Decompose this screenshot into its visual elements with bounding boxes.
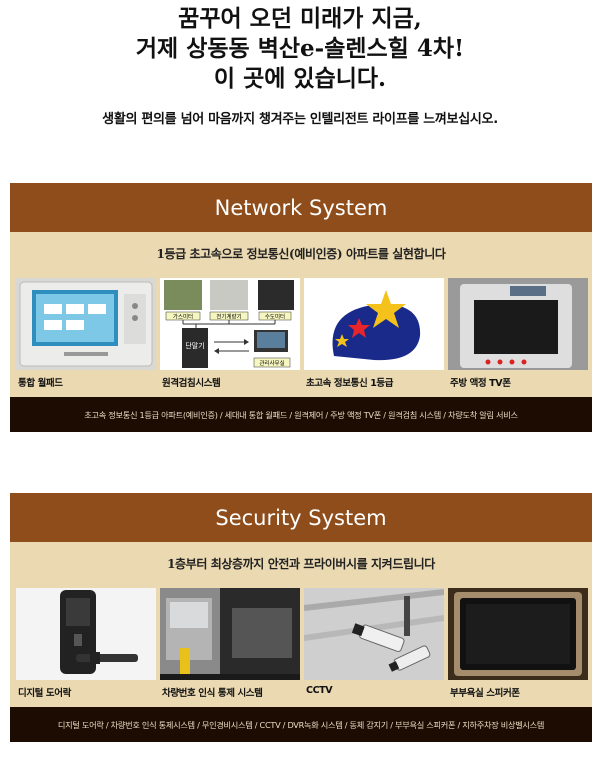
feature-caption: 통합 월패드: [18, 378, 63, 389]
network-subtitle: 1등급 초고속으로 정보통신(예비인증) 아파트를 실현합니다: [10, 232, 592, 274]
feature-caption: 초고속 정보통신 1등급: [306, 378, 394, 389]
headline-line-3: 이 곳에 있습니다.: [213, 65, 387, 92]
kitchen-tv-phone-photo: [448, 278, 588, 370]
cctv-camera-photo: [304, 588, 444, 680]
security-gallery: 디지털 도어락 차량번호 인식 통제 시스템: [10, 584, 592, 707]
feature-caption: 디지털 도어락: [18, 688, 71, 699]
star-certification-logo: [304, 278, 444, 370]
door-lock-photo: [16, 588, 156, 680]
vehicle-gate-photo: [160, 588, 300, 680]
network-footer: 초고속 정보통신 1등급 아파트(예비인증) / 세대내 통합 월패드 / 원격…: [10, 397, 592, 432]
headline-line-1: 꿈꾸어 오던 미래가 지금,: [178, 5, 422, 32]
remote-metering-diagram: 가스미터 전기계량기 수도미터 단말기: [160, 278, 300, 370]
security-footer: 디지털 도어락 / 차량번호 인식 통제시스템 / 무인경비시스템 / CCTV…: [10, 707, 592, 742]
feature-caption: 차량번호 인식 통제 시스템: [162, 688, 263, 699]
water-meter-label: 수도미터: [265, 313, 285, 321]
network-title: Network System: [10, 183, 592, 232]
security-title: Security System: [10, 493, 592, 542]
feature-tile: CCTV: [304, 588, 444, 705]
hero-headline: 꿈꾸어 오던 미래가 지금, 거제 상동동 벽산e-솔렌스힐 4차! 이 곳에 …: [0, 4, 600, 94]
feature-caption: 주방 액정 TV폰: [450, 378, 511, 389]
feature-tile: 디지털 도어락: [16, 588, 156, 705]
security-section: Security System 1층부터 최상층까지 안전과 프라이버시를 지켜…: [10, 493, 592, 742]
headline-line-2: 거제 상동동 벽산e-솔렌스힐 4차!: [135, 35, 465, 62]
bathroom-speakerphone-photo: [448, 588, 588, 680]
feature-tile: 부부욕실 스피커폰: [448, 588, 588, 705]
electric-meter-label: 전기계량기: [216, 313, 241, 321]
terminal-label: 단말기: [185, 341, 204, 350]
feature-caption: 부부욕실 스피커폰: [450, 688, 520, 699]
office-label: 관리사무실: [259, 359, 284, 367]
network-section: Network System 1등급 초고속으로 정보통신(예비인증) 아파트를…: [10, 183, 592, 432]
feature-tile: 주방 액정 TV폰: [448, 278, 588, 395]
feature-tile: 초고속 정보통신 1등급: [304, 278, 444, 395]
hero-subtitle: 생활의 편의를 넘어 마음까지 챙겨주는 인텔리전트 라이프를 느껴보십시오.: [102, 112, 498, 127]
feature-tile: 차량번호 인식 통제 시스템: [160, 588, 300, 705]
feature-caption: CCTV: [306, 685, 333, 696]
wallpad-photo: [16, 278, 156, 370]
feature-tile: 통합 월패드: [16, 278, 156, 395]
gas-meter-label: 가스미터: [173, 313, 193, 321]
security-subtitle: 1층부터 최상층까지 안전과 프라이버시를 지켜드립니다: [10, 542, 592, 584]
network-gallery: 통합 월패드 가스미터 전기계량기 수도미터: [10, 274, 592, 397]
feature-tile: 가스미터 전기계량기 수도미터 단말기: [160, 278, 300, 395]
feature-caption: 원격검침시스템: [162, 378, 221, 389]
